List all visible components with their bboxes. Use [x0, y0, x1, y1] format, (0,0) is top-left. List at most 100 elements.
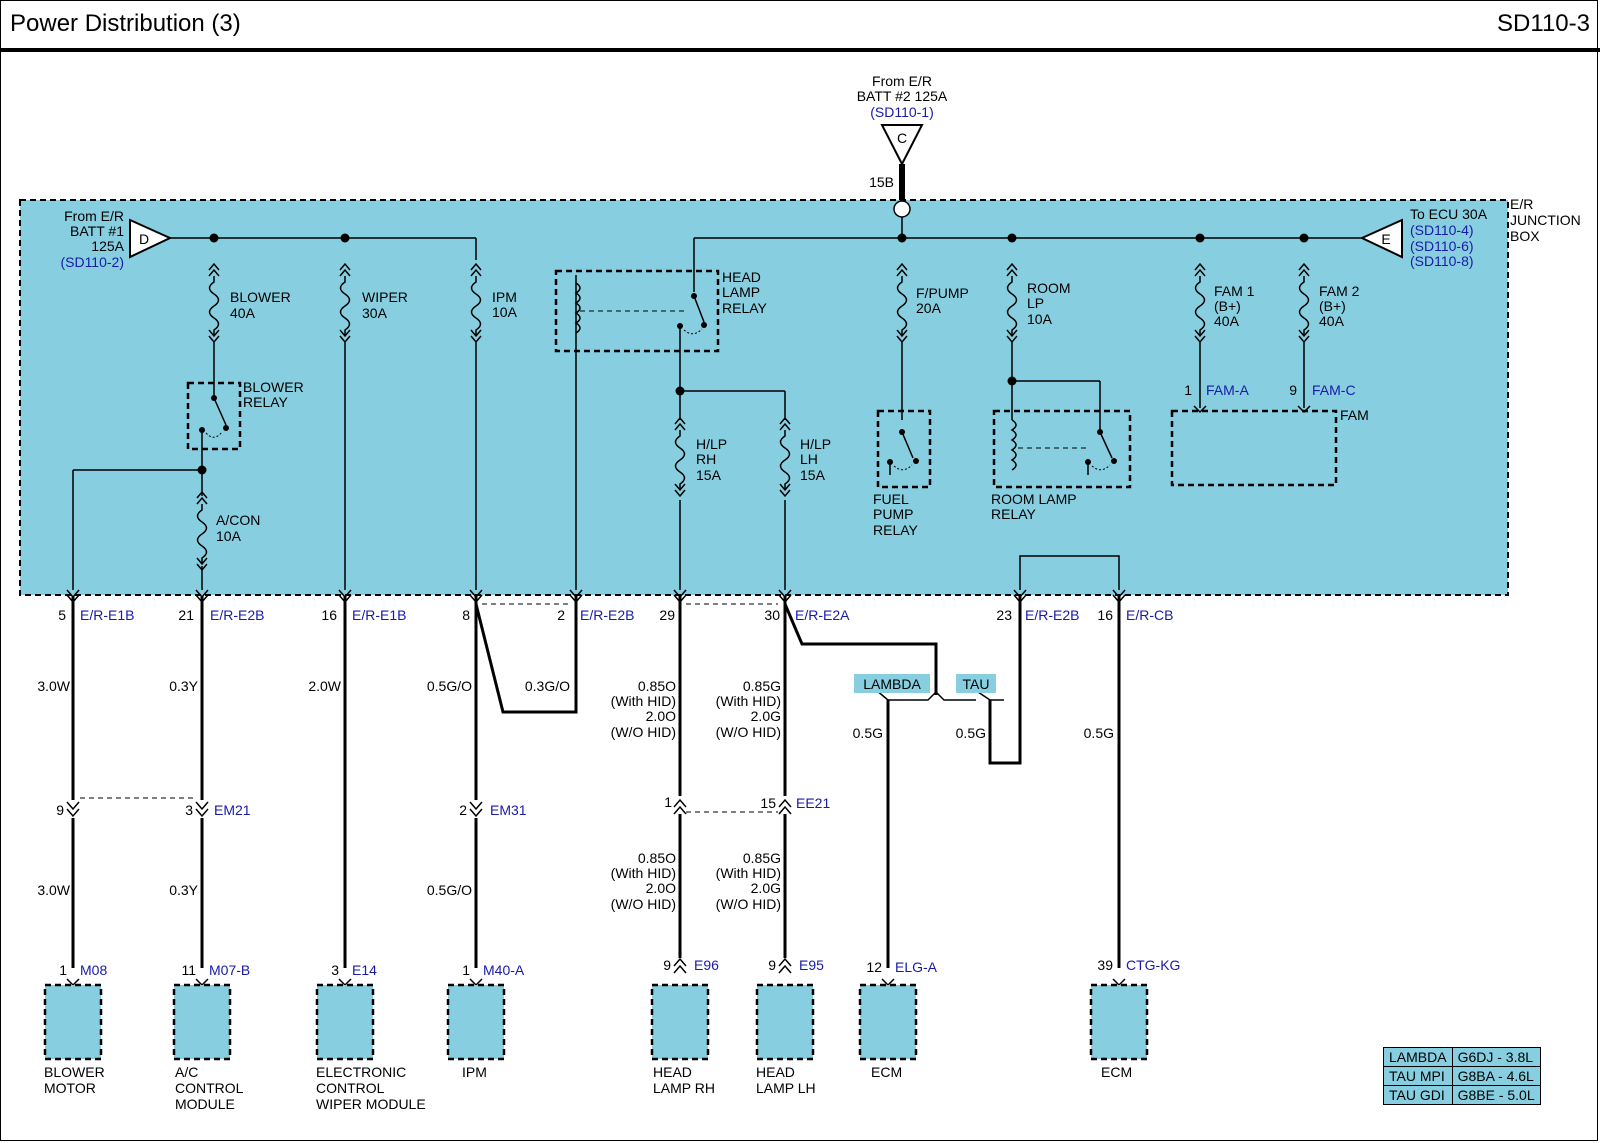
box-pin-2: 21 [178, 607, 194, 623]
box-pin-6: 29 [659, 607, 675, 623]
fam-label: FAM [1340, 407, 1369, 423]
comp-pin-7: 12 [866, 959, 882, 975]
relay-fuelpump-label-2: PUMP [873, 506, 913, 522]
relay-headlamp-label-3: RELAY [722, 300, 768, 316]
wire-label-7d: (W/O HID) [716, 724, 781, 740]
comp-name-7a: ECM [871, 1064, 902, 1080]
fuse-fam1-name: FAM 1 [1214, 283, 1255, 299]
source-c-terminal [893, 200, 911, 218]
dest-e-ref-1: (SD110-4) [1410, 222, 1474, 238]
dest-e: E To ECU 30A (SD110-4) (SD110-6) (SD110-… [1359, 206, 1488, 269]
comp-name-3a: ELECTRONIC [316, 1064, 406, 1080]
source-d-line-1: From E/R [64, 208, 124, 224]
comp-conn-2: M07-B [209, 962, 250, 978]
source-d-ref: (SD110-2) [60, 254, 124, 270]
dest-e-letter: E [1381, 231, 1390, 247]
wire-label-7b: (With HID) [716, 693, 781, 709]
comp-name-6a: HEAD [756, 1064, 795, 1080]
junction-box-label-3: BOX [1510, 228, 1540, 244]
source-c: From E/R BATT #2 125A (SD110-1) C 15B [857, 73, 948, 238]
box-conn-5: E/R-E2B [580, 607, 634, 623]
box-conn-1: E/R-E1B [80, 607, 134, 623]
wire-label-4: 0.5G/O [427, 678, 472, 694]
junction-box-label-2: JUNCTION [1510, 212, 1581, 228]
inline-pin-3: 2 [459, 802, 467, 818]
relay-roomlamp-label-1: ROOM LAMP [991, 491, 1077, 507]
wire-label-7a: 0.85G [743, 678, 781, 694]
junction-box [19, 199, 1509, 596]
fuse-blower-rating: 40A [230, 305, 256, 321]
fam-module [1170, 405, 1338, 487]
comp-name-3b: CONTROL [316, 1080, 385, 1096]
inline-pin-2: 3 [185, 802, 193, 818]
component-box [446, 978, 506, 1061]
inline-terminal [673, 798, 687, 815]
head-lamp-relay [554, 269, 720, 353]
comp-pin-6: 9 [768, 957, 776, 973]
wire-label-14c: 2.0O [646, 880, 676, 896]
source-c-ref: (SD110-1) [870, 104, 934, 120]
wire-label-15d: (W/O HID) [716, 896, 781, 912]
box-conn-2: E/R-E2B [210, 607, 264, 623]
relay-blower-label-2: RELAY [243, 394, 289, 410]
fam-conn-c: FAM-C [1312, 382, 1356, 398]
fuse-roomlp-rating: 10A [1027, 311, 1053, 327]
legend-row: LAMBDA G6DJ - 3.8L [1383, 1047, 1541, 1067]
box-conn-8: E/R-E2B [1025, 607, 1079, 623]
component-box [858, 978, 918, 1061]
comp-name-2b: CONTROL [175, 1080, 244, 1096]
fuse-hlplh-rating: 15A [800, 467, 826, 483]
comp-conn-4: M40-A [483, 962, 525, 978]
variant-lambda-box [854, 674, 930, 693]
legend-row: TAU MPI G8BA - 4.6L [1383, 1066, 1541, 1086]
wire-label-14d: (W/O HID) [611, 896, 676, 912]
comp-pin-3: 3 [331, 962, 339, 978]
box-conn-9: E/R-CB [1126, 607, 1173, 623]
component-box [1089, 978, 1149, 1061]
comp-name-2a: A/C [175, 1064, 198, 1080]
fuse-hlprh-rating: 15A [696, 467, 722, 483]
fuse-wiper-rating: 30A [362, 305, 388, 321]
box-pin-3: 16 [321, 607, 337, 623]
fuse-ipm-name: IPM [492, 289, 517, 305]
wire-label-11: 3.0W [37, 882, 70, 898]
relay-fuelpump-label-1: FUEL [873, 491, 909, 507]
page-title: Power Distribution (3) [10, 10, 241, 37]
blower-relay [186, 381, 242, 451]
source-c-symbol [880, 124, 924, 167]
wire-label-13: 0.5G/O [427, 882, 472, 898]
source-c-line-2: BATT #2 125A [857, 88, 948, 104]
relay-headlamp-label-2: LAMP [722, 284, 760, 300]
box-pin-1: 5 [58, 607, 66, 623]
fuel-pump-relay [876, 409, 932, 489]
relay-headlamp-label-1: HEAD [722, 269, 761, 285]
fuse-symbol [196, 490, 208, 572]
main-bus [170, 237, 1362, 292]
box-pin-8: 23 [996, 607, 1012, 623]
room-lamp-relay [992, 409, 1132, 489]
dest-e-ref-2: (SD110-6) [1410, 238, 1474, 254]
fuse-fam2-note: (B+) [1319, 298, 1346, 314]
component-box [755, 957, 815, 1061]
relay-roomlamp-label-2: RELAY [991, 506, 1037, 522]
inline-terminal [195, 801, 209, 818]
source-d-line-2: BATT #1 [70, 223, 124, 239]
fuse-acon-name: A/CON [216, 512, 260, 528]
comp-name-3c: WIPER MODULE [316, 1096, 426, 1112]
comp-name-2c: MODULE [175, 1096, 235, 1112]
fuse-hlplh-name-2: LH [800, 451, 818, 467]
dest-e-symbol [1359, 218, 1403, 259]
wire-label-14a: 0.85O [638, 850, 676, 866]
component-box [172, 978, 232, 1061]
wire-label-1: 3.0W [37, 678, 70, 694]
variant-tau-box [956, 674, 996, 693]
inline-conn-5: EE21 [796, 795, 830, 811]
box-pin-9: 16 [1097, 607, 1113, 623]
source-c-line-1: From E/R [872, 73, 932, 89]
relay-blower-label-1: BLOWER [243, 379, 304, 395]
comp-pin-4: 1 [462, 962, 470, 978]
fuse-symbol [1006, 262, 1018, 344]
source-d-symbol [129, 218, 173, 259]
box-pin-4: 8 [462, 607, 470, 623]
comp-name-6b: LAMP LH [756, 1080, 816, 1096]
